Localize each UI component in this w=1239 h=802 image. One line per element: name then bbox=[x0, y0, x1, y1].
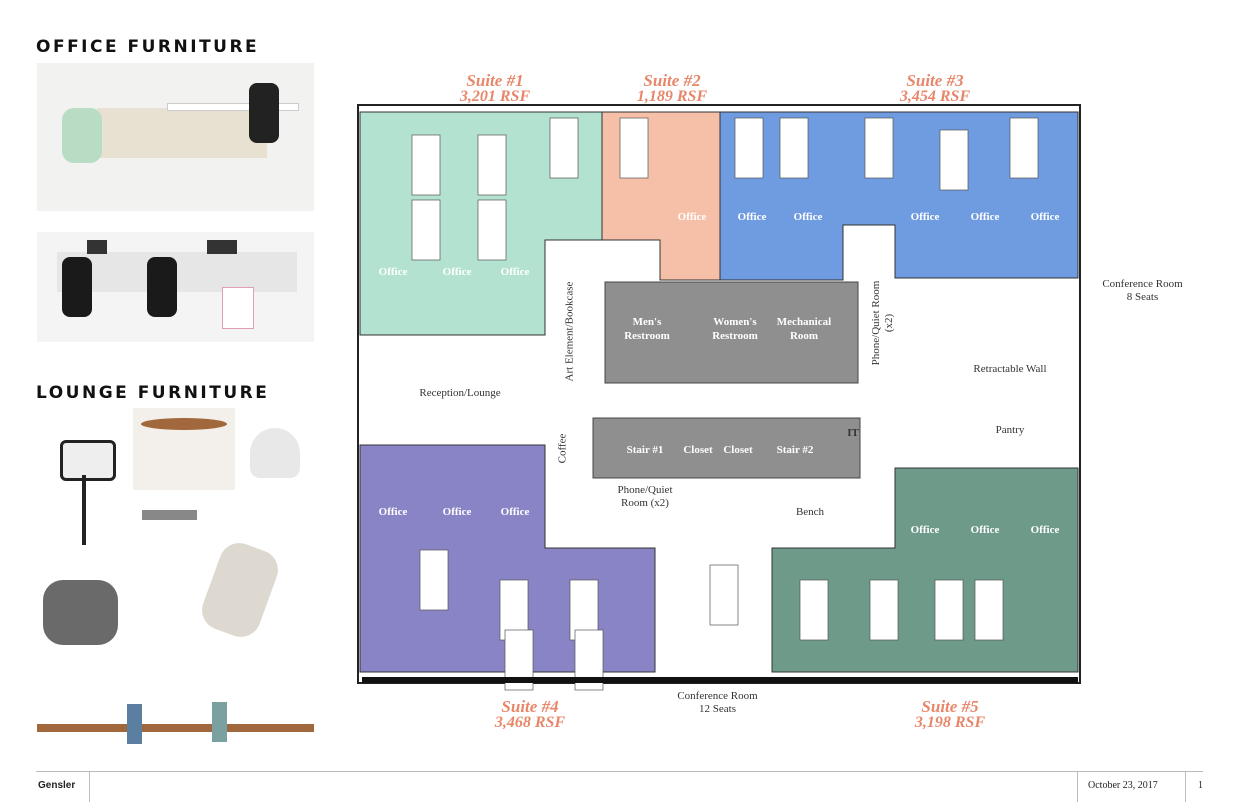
round-table-photo bbox=[133, 408, 235, 490]
office-furniture-title: OFFICE FURNITURE bbox=[36, 37, 260, 57]
workstation bbox=[411, 199, 441, 261]
coffee-label: Coffee bbox=[556, 433, 569, 464]
shell-chair-photo bbox=[240, 418, 315, 530]
workstation bbox=[549, 117, 579, 179]
office-label: Office bbox=[793, 211, 823, 223]
workstation bbox=[709, 564, 739, 626]
closet-2-label: Closet bbox=[723, 444, 753, 456]
executive-chair-photo bbox=[38, 575, 126, 680]
office-label: Office bbox=[910, 211, 940, 223]
lounge-armchair-photo bbox=[40, 415, 128, 555]
bench-label: Bench bbox=[795, 506, 825, 518]
office-label: Office bbox=[970, 524, 1000, 536]
workstation bbox=[864, 117, 894, 179]
workstation bbox=[799, 579, 829, 641]
workstation bbox=[974, 579, 1004, 641]
pantry-label: Pantry bbox=[995, 424, 1025, 436]
workstation bbox=[419, 549, 449, 611]
office-label: Office bbox=[737, 211, 767, 223]
footer-date: October 23, 2017 bbox=[1088, 780, 1158, 791]
page-number: 1 bbox=[1198, 780, 1203, 791]
stair-1-label: Stair #1 bbox=[626, 444, 664, 456]
office-label: Office bbox=[970, 211, 1000, 223]
womens-restroom-label: Women's Restroom bbox=[712, 316, 758, 342]
footer-divider bbox=[36, 771, 1203, 772]
phone-room-right-label: Phone/Quiet Room (x2) bbox=[870, 280, 895, 366]
suite-3-area bbox=[719, 111, 1079, 281]
phone-room-left-label: Phone/Quiet Room (x2) bbox=[617, 484, 673, 509]
office-label: Office bbox=[1030, 524, 1060, 536]
workstation bbox=[734, 117, 764, 179]
workstation bbox=[869, 579, 899, 641]
restroom-core bbox=[604, 281, 859, 384]
mens-restroom-label: Men's Restroom bbox=[624, 316, 670, 342]
workstation bbox=[411, 134, 441, 196]
lounge-chair-photo bbox=[180, 535, 298, 680]
workstations bbox=[411, 117, 1039, 691]
art-element-label: Art Element/Bookcase bbox=[563, 281, 576, 382]
office-label: Office bbox=[378, 266, 408, 278]
office-desk-photo bbox=[37, 63, 314, 211]
workstation bbox=[779, 117, 809, 179]
office-label: Office bbox=[677, 211, 707, 223]
office-label: Office bbox=[442, 506, 472, 518]
office-label: Office bbox=[500, 506, 530, 518]
exterior-wall bbox=[362, 677, 1078, 683]
workstation bbox=[619, 117, 649, 179]
office-label: Office bbox=[1030, 211, 1060, 223]
workstation bbox=[934, 579, 964, 641]
brand-logo: Gensler bbox=[38, 780, 76, 791]
workstation bbox=[477, 199, 507, 261]
mechanical-room-label: Mechanical Room bbox=[776, 316, 832, 342]
office-label: Office bbox=[910, 524, 940, 536]
lounge-furniture-title: LOUNGE FURNITURE bbox=[36, 383, 270, 403]
closet-1-label: Closet bbox=[683, 444, 713, 456]
stair-2-label: Stair #2 bbox=[776, 444, 814, 456]
workstation bbox=[1009, 117, 1039, 179]
workstation bbox=[939, 129, 969, 191]
it-room-label: IT bbox=[847, 427, 859, 439]
stair-core bbox=[592, 417, 861, 479]
office-label: Office bbox=[378, 506, 408, 518]
communal-table-photo bbox=[37, 684, 314, 764]
office-label: Office bbox=[442, 266, 472, 278]
office-label: Office bbox=[500, 266, 530, 278]
retractable-wall-label: Retractable Wall bbox=[973, 363, 1047, 375]
workstation-photo bbox=[37, 232, 314, 342]
reception-label: Reception/Lounge bbox=[419, 387, 501, 399]
workstation bbox=[477, 134, 507, 196]
